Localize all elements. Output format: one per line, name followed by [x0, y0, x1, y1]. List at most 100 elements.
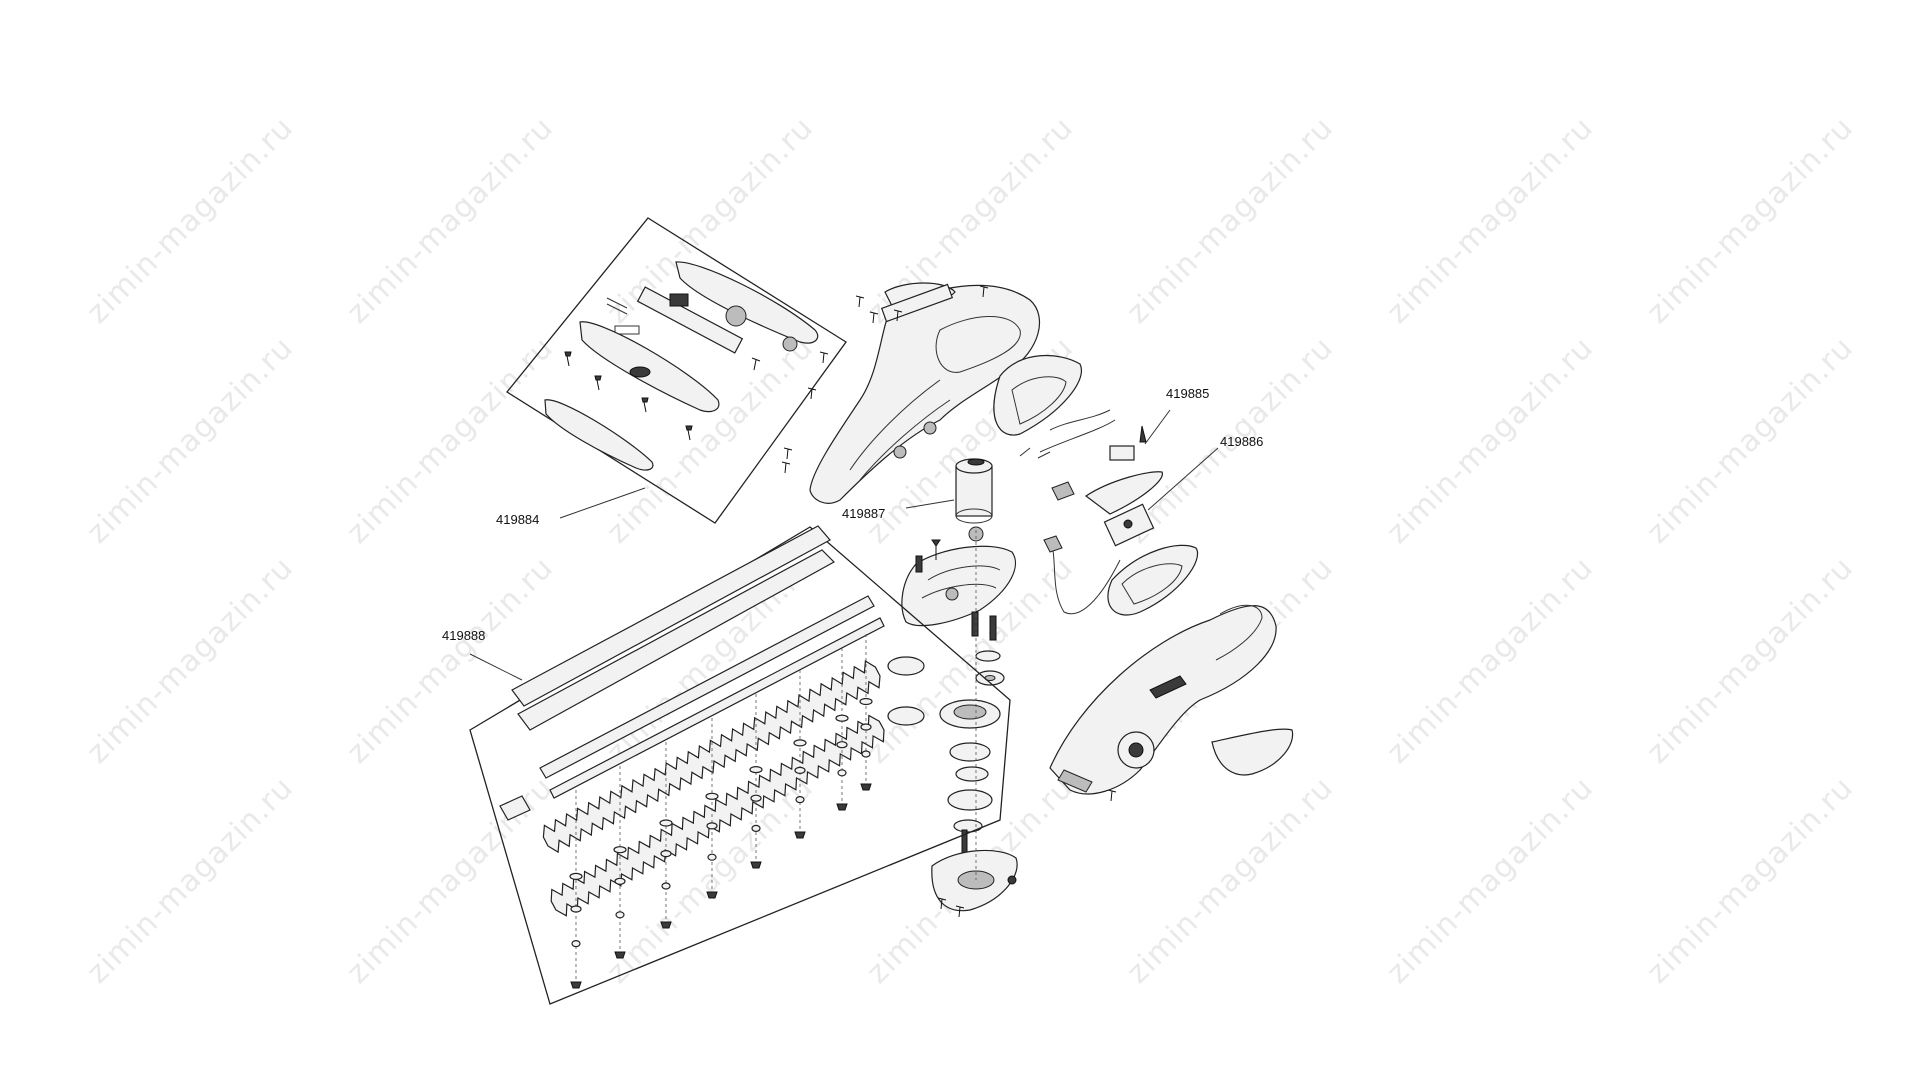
washer: [955, 766, 989, 782]
top-cover-part: [675, 261, 819, 344]
washer: [949, 742, 991, 762]
board-component: [1123, 519, 1133, 529]
screw: [614, 951, 626, 959]
gear-pin: [971, 611, 979, 637]
cable-connector: [1043, 535, 1063, 553]
watermark-text: zimin-magazin.ru: [1380, 110, 1600, 330]
screw: [819, 351, 829, 364]
blade-guide-bar-2: [549, 617, 885, 799]
blade-fasteners: [569, 634, 873, 989]
middle-cover-part: [579, 321, 720, 413]
spring-small-part: [614, 325, 640, 335]
motor-shaft-top: [967, 458, 985, 466]
washer: [569, 872, 583, 881]
trigger-latch: [1051, 481, 1075, 501]
hand-guard-part: [1211, 728, 1294, 776]
cable-part: [1049, 537, 1121, 615]
blade-assembly-group: [469, 525, 1011, 1005]
screw: [836, 803, 848, 811]
rear-grip-opening: [1011, 376, 1067, 425]
switch-rod-part: [636, 286, 744, 354]
washer: [793, 739, 807, 747]
screw: [570, 981, 582, 989]
screw: [751, 357, 761, 371]
screw: [979, 285, 989, 298]
housing-badge: [1149, 675, 1187, 699]
screw: [706, 891, 718, 899]
part-label-419885: 419885: [1166, 386, 1209, 401]
cover-bolt: [782, 336, 798, 352]
screw: [660, 921, 672, 929]
motor-bearing: [968, 526, 984, 542]
outer-housing-handle: [1215, 604, 1263, 661]
housing-boss: [945, 587, 959, 601]
housing-nose-grip: [1057, 769, 1093, 793]
screw: [955, 905, 965, 918]
washer: [835, 714, 849, 722]
misc-small-parts: [880, 283, 954, 323]
spacer-disc: [947, 789, 993, 811]
rear-grip-group: [993, 354, 1219, 616]
washer: [659, 819, 673, 827]
screw: [641, 397, 649, 413]
trigger-part: [1084, 471, 1163, 515]
watermark-text: zimin-magazin.ru: [340, 110, 560, 330]
part-label-419886: 419886: [1220, 434, 1263, 449]
screw: [564, 351, 572, 367]
housing-rib: [849, 379, 951, 481]
drive-gear-hub: [953, 704, 987, 720]
screw: [783, 447, 793, 460]
watermark-text: zimin-magazin.ru: [1640, 770, 1860, 990]
blade-end-ring-lower: [887, 706, 925, 726]
watermark-text: zimin-magazin.ru: [1640, 550, 1860, 770]
gear-housing-rib: [921, 565, 1001, 599]
washer: [749, 765, 763, 774]
washer: [705, 792, 719, 800]
watermark-text: zimin-magazin.ru: [1640, 330, 1860, 550]
housing-boss: [893, 445, 907, 459]
spacer-disc: [953, 819, 983, 833]
motor-group: [905, 458, 993, 542]
washer: [614, 877, 626, 885]
cover-slot: [629, 366, 651, 378]
watermark-text: zimin-magazin.ru: [340, 550, 560, 770]
blade-end-ring-upper: [887, 656, 925, 676]
screw: [869, 311, 879, 324]
outer-housing-group: [1049, 604, 1294, 802]
kit-outline-419884: [506, 217, 847, 524]
washer: [571, 939, 581, 948]
washer: [836, 741, 848, 749]
gear-pin: [989, 615, 997, 641]
screw: [860, 783, 872, 791]
leader-line-419886: [1147, 447, 1219, 511]
screw: [750, 861, 762, 869]
washer: [707, 853, 717, 861]
spring-part: [606, 297, 628, 315]
watermark-text: zimin-magazin.ru: [80, 330, 300, 550]
housing-boss: [923, 421, 937, 435]
washer: [795, 795, 805, 804]
washer: [706, 822, 718, 830]
switch-part-419885: [1109, 445, 1135, 461]
watermark-text: zimin-magazin.ru: [1120, 770, 1340, 990]
blade-guide-bar: [539, 595, 875, 779]
part-label-419884: 419884: [496, 512, 539, 527]
switch-block: [669, 293, 689, 307]
washer: [751, 824, 761, 833]
base-plate-screw: [1007, 875, 1017, 885]
screw: [794, 831, 806, 839]
watermark-text: zimin-magazin.ru: [80, 550, 300, 770]
part-label-419888: 419888: [442, 628, 485, 643]
handle-housing-kit-group: [506, 217, 847, 524]
screw: [937, 897, 947, 910]
bottom-cover-part: [544, 399, 654, 471]
washer: [975, 650, 1001, 662]
screw: [1107, 789, 1117, 802]
washer: [570, 905, 582, 913]
watermark-text: zimin-magazin.ru: [1380, 770, 1600, 990]
washer: [750, 794, 762, 802]
watermark-text: zimin-magazin.ru: [1640, 110, 1860, 330]
watermark-text: zimin-magazin.ru: [80, 770, 300, 990]
power-wire: [1039, 409, 1116, 453]
screw: [594, 375, 602, 391]
